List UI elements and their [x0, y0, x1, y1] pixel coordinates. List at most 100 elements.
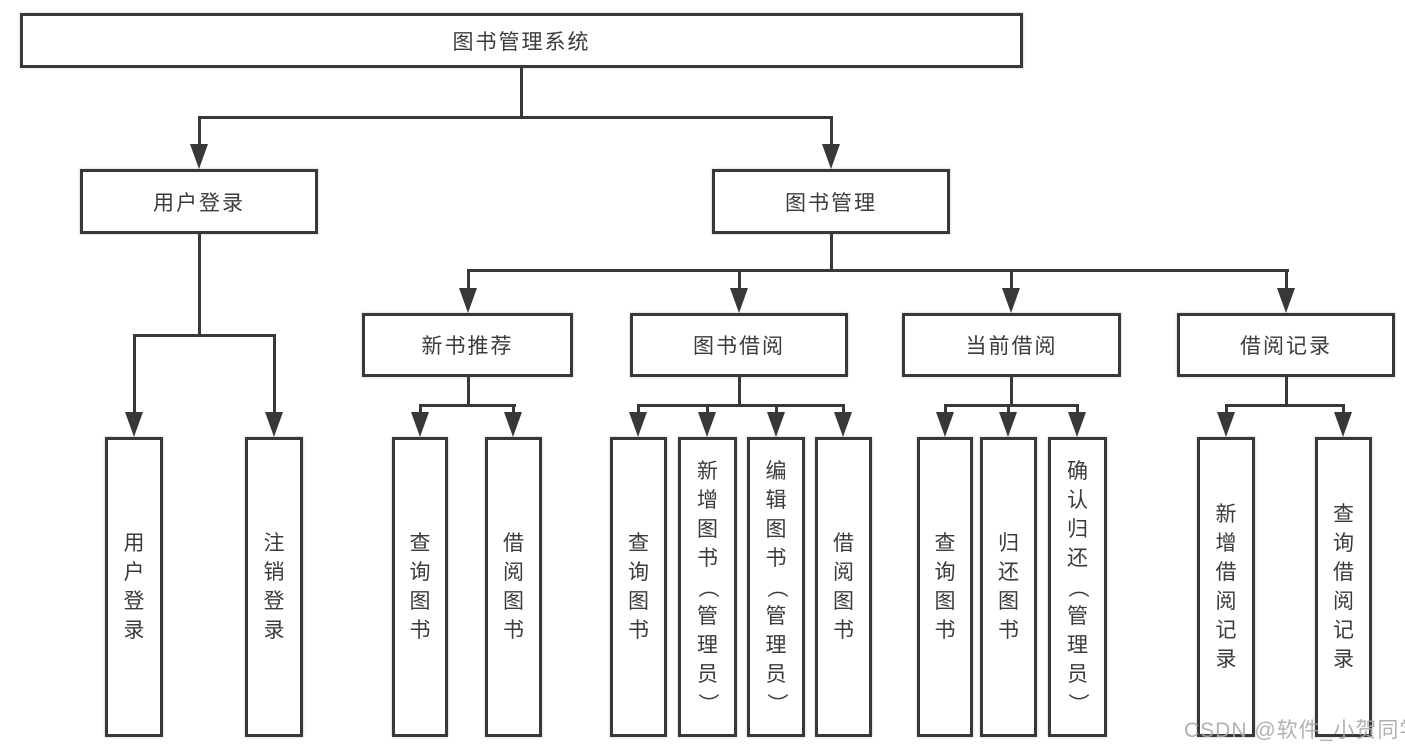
arrow-down-icon — [999, 412, 1017, 437]
connector-hline — [419, 404, 516, 407]
leaf-label-char: 借 — [833, 532, 854, 555]
leaf-borrow-books-recommend: 借阅图书 — [485, 437, 542, 737]
leaf-label-char: 新 — [1215, 503, 1237, 526]
node-book-management: 图书管理 — [712, 169, 950, 234]
leaf-edit-books-admin: 编辑图书（管理员） — [747, 437, 805, 737]
connector-vline — [467, 377, 470, 406]
arrow-down-icon — [125, 412, 143, 437]
connector-stem — [775, 405, 778, 414]
connector-stem — [1342, 405, 1345, 414]
connector-hline — [637, 404, 845, 407]
connector-user-login-hline — [133, 334, 276, 337]
leaf-label-char: 图 — [628, 590, 649, 613]
arrow-down-icon — [1334, 412, 1352, 437]
leaf-label-char: （ — [696, 576, 719, 598]
connector-stem — [1076, 405, 1079, 414]
leaf-label-char: 阅 — [1333, 590, 1354, 613]
leaf-label: 借阅图书 — [833, 533, 854, 641]
connector-root-hline — [198, 116, 833, 119]
leaf-label-char: 图 — [409, 590, 431, 613]
leaf-label-char: 销 — [263, 561, 285, 584]
connector-stem — [1225, 405, 1228, 414]
connector-stem — [198, 119, 201, 146]
connector-book-mgmt-vline — [830, 234, 833, 272]
leaf-label-char: 书 — [833, 619, 854, 642]
arrow-down-icon — [1068, 412, 1086, 437]
leaf-label-char: 登 — [263, 590, 285, 613]
leaf-label-char: 还 — [998, 561, 1019, 584]
arrow-down-icon — [459, 288, 477, 313]
leaf-add-books-admin: 新增图书（管理员） — [678, 437, 737, 737]
connector-stem — [830, 119, 833, 146]
connector-stem — [467, 272, 470, 290]
leaf-label: 编辑图书（管理员） — [764, 459, 788, 714]
node-current-borrowing: 当前借阅 — [902, 313, 1121, 377]
leaf-label-char: 管 — [1067, 604, 1088, 628]
leaf-label-char: 还 — [1067, 546, 1088, 570]
leaf-label-char: 新 — [697, 459, 718, 483]
leaf-label: 查询借阅记录 — [1333, 504, 1354, 670]
node-borrowing-records: 借阅记录 — [1177, 313, 1395, 377]
leaf-label-char: 户 — [123, 561, 145, 584]
node-label: 图书管理 — [785, 191, 877, 215]
node-user-login: 用户登录 — [80, 169, 318, 234]
leaf-label-char: 阅 — [833, 561, 854, 584]
leaf-label: 确认归还（管理员） — [1066, 459, 1089, 714]
connector-stem — [419, 405, 422, 414]
leaf-label-char: 书 — [934, 619, 956, 642]
leaf-query-books-recommend: 查询图书 — [392, 437, 448, 737]
connector-stem — [1007, 405, 1010, 414]
leaf-label-char: 理 — [697, 633, 718, 657]
connector-hline — [1225, 404, 1345, 407]
leaf-label-char: 借 — [1333, 561, 1354, 584]
leaf-label-char: 理 — [1067, 633, 1088, 657]
leaf-label-char: 注 — [263, 532, 285, 555]
node-label: 借阅记录 — [1240, 335, 1332, 358]
leaf-label-char: 书 — [409, 619, 431, 642]
leaf-label: 新增借阅记录 — [1216, 504, 1237, 670]
connector-stem — [133, 337, 136, 414]
arrow-down-icon — [1277, 288, 1295, 313]
leaf-query-books-borrowing: 查询图书 — [610, 437, 667, 737]
leaf-label-char: 员 — [697, 662, 718, 686]
leaf-label-char: 录 — [123, 619, 145, 642]
node-new-book-recommendation: 新书推荐 — [362, 313, 573, 377]
arrow-down-icon — [730, 288, 748, 313]
leaf-label-char: 书 — [998, 619, 1019, 642]
leaf-user-login: 用户登录 — [105, 437, 163, 737]
leaf-label-char: 阅 — [503, 561, 524, 584]
node-book-borrowing: 图书借阅 — [630, 313, 848, 377]
leaf-label-char: ） — [764, 692, 788, 714]
connector-stem — [512, 405, 515, 414]
leaf-label-char: ） — [1066, 692, 1089, 714]
connector-stem — [1285, 272, 1288, 290]
connector-root-vline — [520, 68, 523, 119]
arrow-down-icon — [1002, 288, 1020, 313]
leaf-add-borrow-record: 新增借阅记录 — [1197, 437, 1255, 737]
leaf-label-char: 确 — [1067, 459, 1088, 483]
connector-stem — [706, 405, 709, 414]
leaf-label-char: 书 — [765, 546, 787, 570]
leaf-label-char: 询 — [628, 561, 649, 584]
connector-stem — [637, 405, 640, 414]
leaf-label-char: 用 — [123, 532, 145, 555]
arrow-down-icon — [504, 412, 522, 437]
leaf-label: 查询图书 — [628, 533, 649, 641]
leaf-label-char: 询 — [934, 561, 956, 584]
arrow-down-icon — [1217, 412, 1235, 437]
connector-stem — [273, 337, 276, 414]
leaf-label-char: 员 — [765, 662, 787, 686]
leaf-label-char: 理 — [765, 633, 787, 657]
leaf-label-char: 图 — [833, 590, 854, 613]
leaf-label-char: 认 — [1067, 488, 1088, 512]
leaf-label-char: 编 — [765, 459, 787, 483]
arrow-down-icon — [767, 412, 785, 437]
connector-user-login-vline — [198, 234, 201, 336]
leaf-label-char: 书 — [697, 546, 718, 570]
leaf-label-char: 询 — [1333, 532, 1354, 555]
leaf-query-borrow-record: 查询借阅记录 — [1315, 437, 1372, 737]
leaf-label-char: 查 — [1333, 503, 1354, 526]
leaf-label-char: 管 — [765, 604, 787, 628]
leaf-logout: 注销登录 — [245, 437, 303, 737]
